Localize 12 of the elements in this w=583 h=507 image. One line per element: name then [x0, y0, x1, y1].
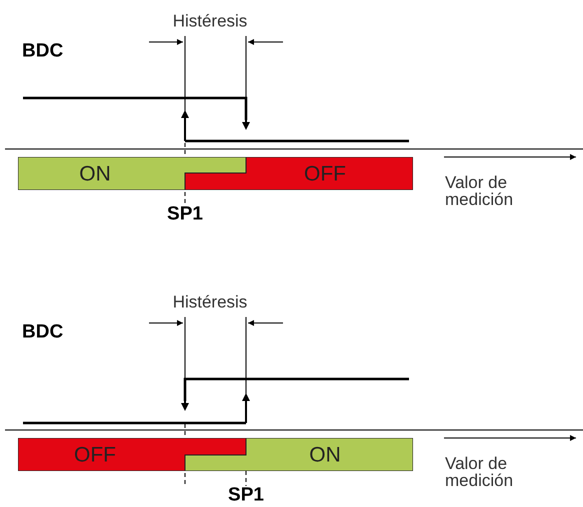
signal-label: BDC: [22, 322, 64, 342]
state-label: ON: [309, 444, 341, 466]
axis-label: Valor de medición: [445, 174, 514, 208]
dimension-label: Histéresis: [172, 294, 248, 310]
setpoint-label: SP1: [228, 486, 264, 504]
state-label: ON: [79, 164, 111, 184]
state-label: OFF: [74, 444, 116, 466]
axis-label: Valor de medición: [445, 455, 514, 489]
state-label: OFF: [304, 164, 346, 184]
dimension-label: Histéresis: [172, 12, 248, 30]
signal-label: BDC: [22, 42, 64, 60]
setpoint-label: SP1: [167, 204, 203, 224]
